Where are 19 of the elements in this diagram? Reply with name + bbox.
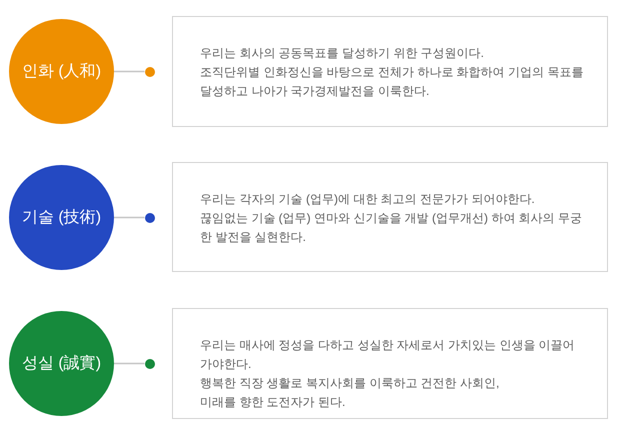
description-text: 조직단위별 인화정신을 바탕으로 전체가 하나로 화합하여 기업의 목표를 달성하고 나아가 국가경제발전을 이룩한다. bbox=[200, 64, 584, 100]
description-box bbox=[172, 16, 608, 127]
title-circle: 인화 (人和) bbox=[9, 19, 114, 124]
dot-icon bbox=[144, 212, 154, 222]
title-circle: 기술 (技術) bbox=[9, 165, 114, 270]
description-text: 행복한 직장 생활로 복지사회를 이룩하고 건전한 사회인, bbox=[200, 375, 500, 392]
dot-icon bbox=[144, 358, 154, 368]
description-text: 끊임없는 기술 (업무) 연마와 신기술을 개발 (업무개선) 하여 회사의 무궁한 발전을 실현한다. bbox=[200, 210, 583, 246]
connector-line bbox=[114, 362, 144, 364]
dot-icon bbox=[144, 66, 154, 76]
description-box bbox=[172, 308, 608, 419]
description-text: 우리는 각자의 기술 (업무)에 대한 최고의 전문가가 되어야한다. bbox=[200, 191, 536, 208]
description-text: 우리는 매사에 정성을 다하고 성실한 자세로서 가치있는 인생을 이끌어 가야한다. bbox=[200, 337, 576, 373]
title-circle: 성실 (誠實) bbox=[9, 311, 114, 416]
connector-line bbox=[114, 216, 144, 218]
description-text: 미래를 향한 도전자가 된다. bbox=[200, 394, 346, 411]
description-box bbox=[172, 162, 608, 272]
description-text: 우리는 회사의 공동목표를 달성하기 위한 구성원이다. bbox=[200, 45, 486, 62]
connector-line bbox=[114, 70, 144, 72]
